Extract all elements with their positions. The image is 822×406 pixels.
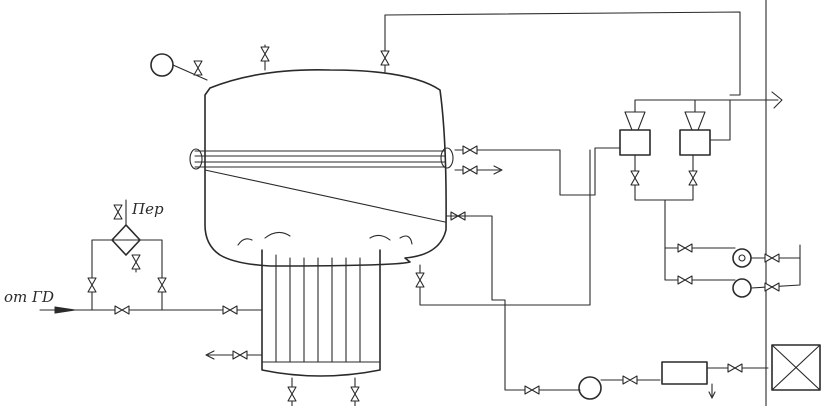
cooler-box bbox=[771, 344, 821, 391]
horizontal-tube-bundle bbox=[189, 147, 454, 170]
pump-2 bbox=[732, 257, 801, 298]
tank bbox=[661, 361, 769, 399]
pump-line-lower bbox=[664, 199, 736, 281]
pressure-gauge bbox=[150, 53, 208, 81]
vapor-line bbox=[454, 147, 621, 196]
separator-1 bbox=[619, 111, 651, 201]
inlet-line bbox=[39, 305, 263, 315]
vessel-body bbox=[204, 69, 447, 267]
vent-arrow bbox=[729, 91, 783, 109]
top-return-line bbox=[384, 11, 741, 96]
pump-3 bbox=[578, 375, 661, 400]
outlet-lines bbox=[450, 145, 503, 221]
inlet-label: от ГD bbox=[4, 288, 54, 306]
top-valve-2 bbox=[380, 14, 390, 73]
discharge-line bbox=[445, 215, 581, 391]
bottom-valves bbox=[287, 377, 360, 406]
top-valve-1 bbox=[260, 44, 270, 71]
vertical-exchanger bbox=[261, 249, 381, 377]
flow-arrows bbox=[237, 231, 413, 246]
baffle-line bbox=[204, 169, 446, 223]
filter-bypass bbox=[87, 199, 167, 311]
steam-label: Пер bbox=[131, 200, 164, 218]
left-outlet bbox=[205, 350, 263, 360]
separator-2 bbox=[679, 111, 711, 201]
